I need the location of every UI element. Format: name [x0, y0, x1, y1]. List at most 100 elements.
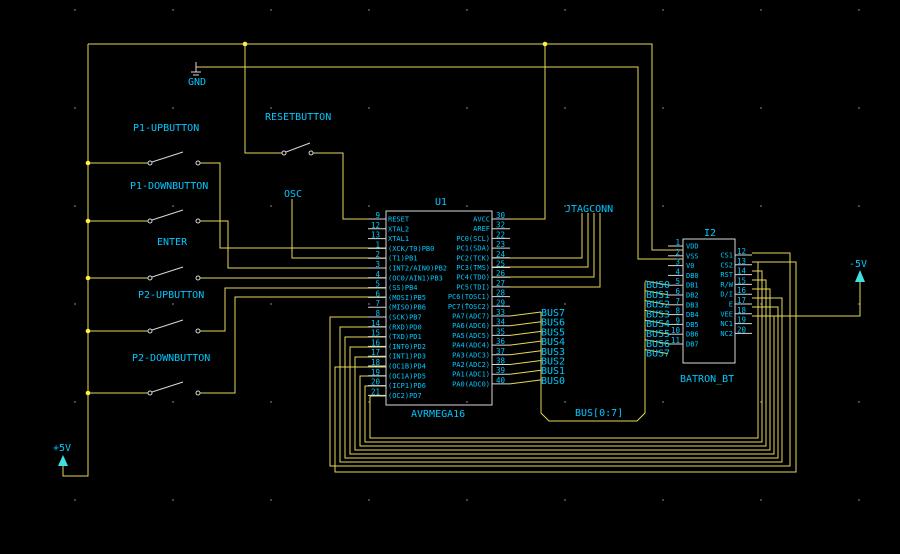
u1-left-pin-name: (MOSI)PB5 [388, 294, 426, 302]
u1-right-pin-name: PC3(TMS) [456, 264, 490, 272]
u1-right-pin-num: 36 [496, 337, 506, 346]
u1-left-pin-name: (INT1)PD3 [388, 353, 426, 361]
i2-bus-tap: BUS5 [646, 329, 670, 340]
u1-left-pin-name: RESET [388, 216, 410, 224]
u1-left-pin-num: 17 [371, 348, 380, 357]
i2-right-pin-num: 12 [737, 247, 746, 256]
i2-left-pin-name: V0 [686, 262, 694, 270]
u1-right-pin-name: PC5(TDI) [456, 283, 490, 291]
u1-left-pin-name: (T1)PB1 [388, 255, 418, 263]
u1-right-pin-name: PC7(TOSC2) [448, 303, 490, 311]
u1-left-pin-num: 1 [375, 240, 380, 249]
i2-right-pin-num: 17 [737, 296, 746, 305]
i2-left-pin-name: DB0 [686, 272, 699, 280]
i2-left-pin-num: 10 [671, 326, 681, 335]
u1-bus-tap: BUS4 [541, 337, 565, 348]
minus5v-arrow-icon [855, 270, 865, 282]
i2-bus-tap: BUS7 [646, 349, 670, 360]
u1-right-pin-name: PC1(SDA) [456, 245, 490, 253]
u1-right-pin-name: PA3(ADC3) [452, 351, 490, 359]
u1-left-pin-name: (SCK)PB7 [388, 314, 422, 322]
u1-left-pin-name: (TXD)PD1 [388, 333, 422, 341]
p1-down-label: P1-DOWNBUTTON [130, 181, 208, 192]
i2-right-pin-name: E [729, 301, 733, 309]
u1-right-pin-num: 27 [496, 279, 505, 288]
plus5v-label: +5V [53, 443, 71, 454]
osc-label: OSC [284, 189, 302, 200]
i2-right-pin-name: CS1 [720, 252, 733, 260]
u1-right-pin-num: 23 [496, 240, 505, 249]
u1-left-pin-num: 14 [371, 319, 381, 328]
i2-left-pin-num: 1 [675, 238, 680, 247]
u1-left-pin-num: 5 [375, 280, 380, 289]
u1-left-pin-name: (OC1A)PD5 [388, 372, 426, 380]
u1-bus-tap: BUS0 [541, 376, 565, 387]
i2-left-pin-num: 11 [671, 336, 680, 345]
i2-left-pin-num: 5 [675, 277, 680, 286]
u1-right-pin-num: 28 [496, 289, 506, 298]
u1-bus-tap: BUS2 [541, 357, 565, 368]
u1-right-pin-num: 24 [496, 250, 506, 259]
i2-right-pin-num: 14 [737, 267, 747, 276]
jtag-label: JTAGCONN [565, 204, 613, 215]
resetbutton-label: RESETBUTTON [265, 112, 331, 123]
u1-right-pin-num: 33 [496, 308, 505, 317]
i2-chip-body [682, 238, 736, 364]
u1-bus-tap: BUS6 [541, 318, 565, 329]
p2-up-label: P2-UPBUTTON [138, 290, 204, 301]
i2-left-pin-name: DB2 [686, 292, 699, 300]
u1-right-pin-num: 30 [496, 211, 506, 220]
plus5v-arrow-icon [58, 455, 68, 466]
u1-left-pin-name: (XCK/T0)PB0 [388, 245, 434, 253]
enter-label: ENTER [157, 237, 188, 248]
enter-switch [147, 266, 201, 281]
u1-left-pin-name: (ICP1)PD6 [388, 382, 426, 390]
labels: GND RESETBUTTON P1-UPBUTTON P1-DOWNBUTTO… [53, 77, 867, 454]
i2-bus-tap: BUS2 [646, 300, 670, 311]
i2-left-pin-name: VDD [686, 243, 699, 251]
i2-left-pin-num: 6 [675, 287, 680, 296]
u1-left-pin-name: (INT2/AIN0)PB2 [388, 265, 447, 273]
i2-right-pin-num: 19 [737, 316, 746, 325]
u1-left-pin-name: (OC0/AIN1)PB3 [388, 274, 443, 282]
i2-right-pin-name: CS2 [720, 261, 733, 269]
u1-right-pin-num: 29 [496, 298, 505, 307]
u1-right-pin-num: 32 [496, 221, 505, 230]
i2-left-pin-name: DB5 [686, 321, 699, 329]
i2-right-pin-num: 18 [737, 306, 747, 315]
u1-left-pin-name: (OC1B)PD4 [388, 363, 426, 371]
p2-up-switch [147, 319, 201, 334]
gnd-label: GND [188, 77, 206, 88]
junctions [85, 41, 548, 396]
p2-down-switch [147, 381, 201, 396]
u1-left-pin-name: XTAL2 [388, 225, 409, 233]
switch-symbols [147, 142, 314, 396]
u1-left-pin-num: 20 [371, 378, 381, 387]
u1-right-pin-num: 22 [496, 230, 505, 239]
u1-left-pin-num: 3 [375, 260, 380, 269]
u1-right-pin-name: PC2(TCK) [456, 254, 490, 262]
u1-left-pin-num: 21 [371, 387, 380, 396]
u1-right-pin-name: PA1(ADC1) [452, 371, 490, 379]
i2-left-pin-num: 9 [675, 316, 680, 325]
i2-left-pin-name: DB1 [686, 282, 699, 290]
p1-up-switch [147, 151, 201, 166]
i2-bus-tap: BUS0 [646, 280, 670, 291]
u1-left-pin-num: 19 [371, 368, 380, 377]
u1-right-pin-name: PA4(ADC4) [452, 342, 490, 350]
u1-left-pin-name: (OC2)PD7 [388, 392, 422, 400]
u1-right-pin-name: PA7(ADC7) [452, 313, 490, 321]
u1-left-pin-name: XTAL1 [388, 235, 409, 243]
i2-left-pin-num: 7 [675, 297, 680, 306]
u1-left-pin-num: 4 [375, 270, 380, 279]
i2-bus-tap: BUS3 [646, 309, 670, 320]
p2-down-label: P2-DOWNBUTTON [132, 353, 210, 364]
i2-right-pin-name: NC2 [720, 330, 733, 338]
u1-right-pin-num: 25 [496, 260, 505, 269]
i2-left-pin-name: DB7 [686, 341, 699, 349]
u1-bus-tap: BUS3 [541, 347, 565, 358]
u1-left-pin-num: 12 [371, 221, 380, 230]
u1-right-pin-num: 37 [496, 347, 505, 356]
